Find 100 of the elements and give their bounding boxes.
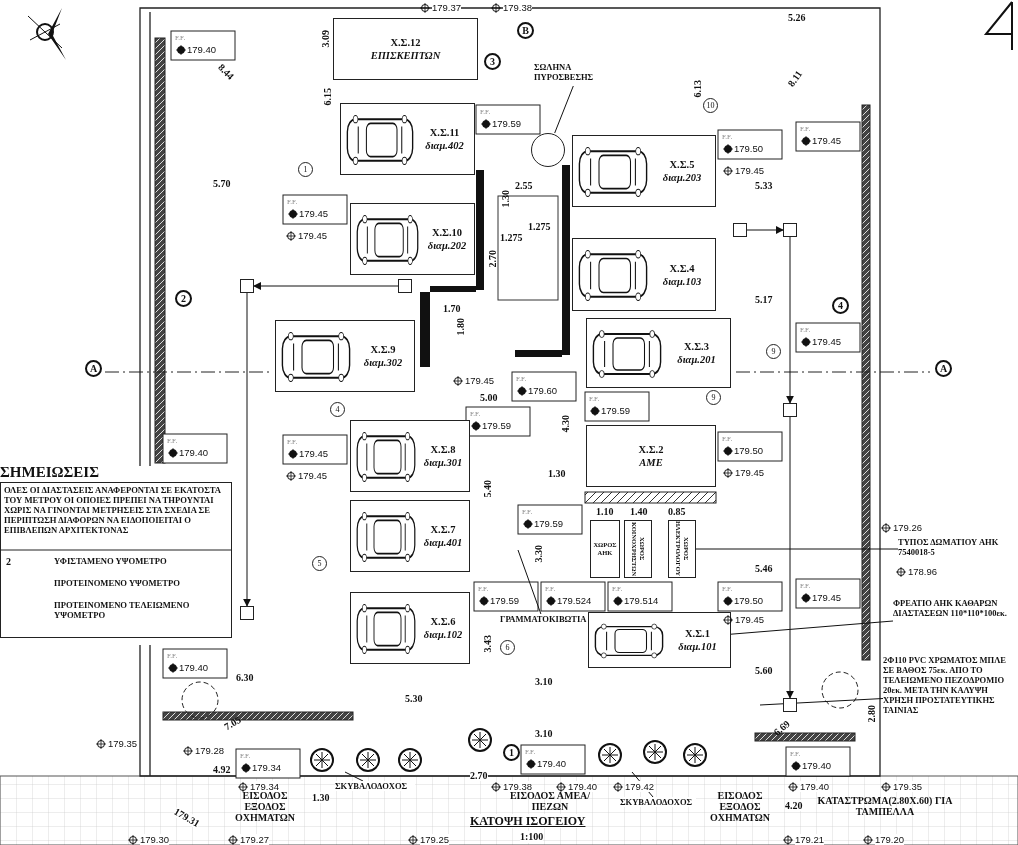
area-label: ΚΑΤΑΣΤΡΩΜΑ(2.80Χ.60) ΓΙΑ ΤΑΜΠΕΛΛΑ (816, 795, 954, 817)
bay-number: Χ.Σ.4 (669, 261, 695, 275)
unit-number: διαμ.401 (423, 536, 463, 549)
elevation-value: 179.45 (735, 614, 765, 625)
elevation-value: 179.45 (812, 135, 842, 146)
parking-bay (275, 320, 415, 392)
elevation-value: 179.45 (299, 448, 329, 459)
dimension-text: 6.13 (692, 80, 703, 98)
dimension-text: 4.30 (560, 415, 571, 433)
callout-number: 6 (500, 640, 515, 655)
elevation-value: 179.45 (465, 375, 495, 386)
legend-text: ΠΡΟΤΕΙΝΟΜΕΝΟ ΤΕΛΕΙΩΜΕΝΟ ΥΨΟΜΕΤΡΟ (54, 600, 191, 620)
dimension-text: 5.70 (213, 178, 231, 189)
drainage-pit (240, 606, 254, 620)
section-marker: 1 (503, 744, 520, 761)
unit-number: διαμ.103 (662, 274, 702, 288)
leader-line (344, 771, 364, 782)
bay-number: Χ.Σ.10 (431, 226, 463, 239)
parking-bay (340, 103, 475, 175)
dimension-text: 1.30 (312, 792, 330, 803)
drainage-pit (733, 223, 747, 237)
dimension-text: 1.30 (500, 190, 511, 208)
callout-number: 1 (298, 162, 313, 177)
drain-pipe-arrow (786, 416, 794, 699)
area-label: ΕΙΣΟΔΟΣ ΑΜΕΑ/ΠΕΖΩΝ (508, 790, 592, 812)
elevation-value: 179.30 (140, 834, 170, 845)
fire-hose-reel (531, 133, 565, 167)
elevation-value: 179.38 (503, 2, 533, 13)
section-marker: 4 (832, 297, 849, 314)
dimension-text: 1.30 (548, 468, 566, 479)
elevation-value: 179.35 (893, 781, 923, 792)
leader-line (517, 549, 542, 615)
dimension-text: 3.43 (482, 635, 493, 653)
elevation-value: 178.96 (908, 566, 938, 577)
dimension-text: 4.20 (785, 800, 803, 811)
bay-number: Χ.Σ.6 (430, 615, 456, 628)
dimension-text: 8.44 (216, 61, 237, 82)
dimension-text: 5.40 (482, 480, 493, 498)
dimension-text: 7.05 (222, 714, 243, 733)
elevation-value: 179.60 (528, 385, 558, 396)
parking-bay (350, 203, 475, 275)
parking-bay (572, 238, 716, 311)
bay-number: Χ.Σ.5 (669, 158, 695, 171)
callout-number: 9 (706, 390, 721, 405)
bay-number: Χ.Σ.7 (430, 523, 456, 536)
dimension-text: 2.70 (470, 770, 488, 781)
elevation-value: 179.40 (568, 781, 598, 792)
elevation-value: 179.45 (735, 467, 765, 478)
elevation-value: 179.50 (734, 143, 764, 154)
room-outline (590, 520, 620, 578)
bay-number: Χ.Σ.11 (429, 126, 460, 139)
elevation-value: 179.524 (557, 595, 592, 606)
elevation-value: 179.35 (108, 738, 138, 749)
unit-number: διαμ.102 (423, 628, 463, 641)
unit-number: διαμ.203 (662, 171, 702, 184)
drainage-pit (783, 403, 797, 417)
bay-number: Χ.Σ.1 (685, 627, 710, 640)
bay-number: Χ.Σ.12 (390, 36, 421, 49)
area-label: ΕΙΣΟΔΟΣ ΕΞΟΔΟΣ ΟΧΗΜΑΤΩΝ (708, 790, 772, 823)
dimension-text: 3.30 (533, 545, 544, 563)
elevation-value: 179.40 (537, 758, 567, 769)
dimension-text: 5.60 (755, 665, 773, 676)
dimension-text: 1.275 (500, 232, 523, 243)
parking-bay (350, 592, 470, 664)
bay-number: Χ.Σ.2 (638, 443, 664, 456)
dimension-text: 5.17 (755, 294, 773, 305)
elevation-value: 179.28 (195, 745, 225, 756)
elevation-value: 179.45 (298, 230, 328, 241)
elevation-value: 179.34 (250, 781, 280, 792)
unit-number: διαμ.202 (427, 239, 467, 252)
callout-number: 4 (330, 402, 345, 417)
bay-number: Χ.Σ.3 (684, 340, 709, 353)
parking-bay (333, 18, 478, 80)
elevation-value: 179.514 (624, 595, 659, 606)
elevation-value: 179.38 (503, 781, 533, 792)
parking-bay (572, 135, 716, 207)
section-marker: B (517, 22, 534, 39)
dimension-text: 6.15 (322, 88, 333, 106)
notes-heading: ΣΗΜΕΙΩΣΕΙΣ (0, 463, 100, 482)
dimension-text: 1.80 (455, 318, 466, 336)
elevation-value: 179.59 (482, 420, 512, 431)
section-marker: 2 (175, 290, 192, 307)
elevation-value: 179.42 (625, 781, 655, 792)
dimension-text: 3.10 (535, 676, 553, 687)
bay-number: Χ.Σ.8 (430, 443, 456, 456)
callout-text: ΣΚΥΒΑΛΟΔΟΧΟΣ (335, 781, 415, 791)
dimension-text: 6.30 (236, 672, 254, 683)
elevation-value: 179.21 (795, 834, 825, 845)
parking-bay (350, 420, 470, 492)
legend-text: ΠΡΟΤΕΙΝΟΜΕΝΟ ΥΨΟΜΕΤΡΟ (54, 578, 181, 588)
parking-bay (586, 425, 716, 487)
elevation-value: 179.50 (734, 595, 764, 606)
parking-bay (588, 612, 731, 668)
parking-bay (350, 500, 470, 572)
unit-number: διαμ.302 (363, 356, 403, 369)
drainage-pit (240, 279, 254, 293)
section-marker: A (935, 360, 952, 377)
unit-number: διαμ.201 (677, 353, 716, 366)
room-outline (668, 520, 696, 578)
elevation-value: 179.40 (179, 447, 209, 458)
